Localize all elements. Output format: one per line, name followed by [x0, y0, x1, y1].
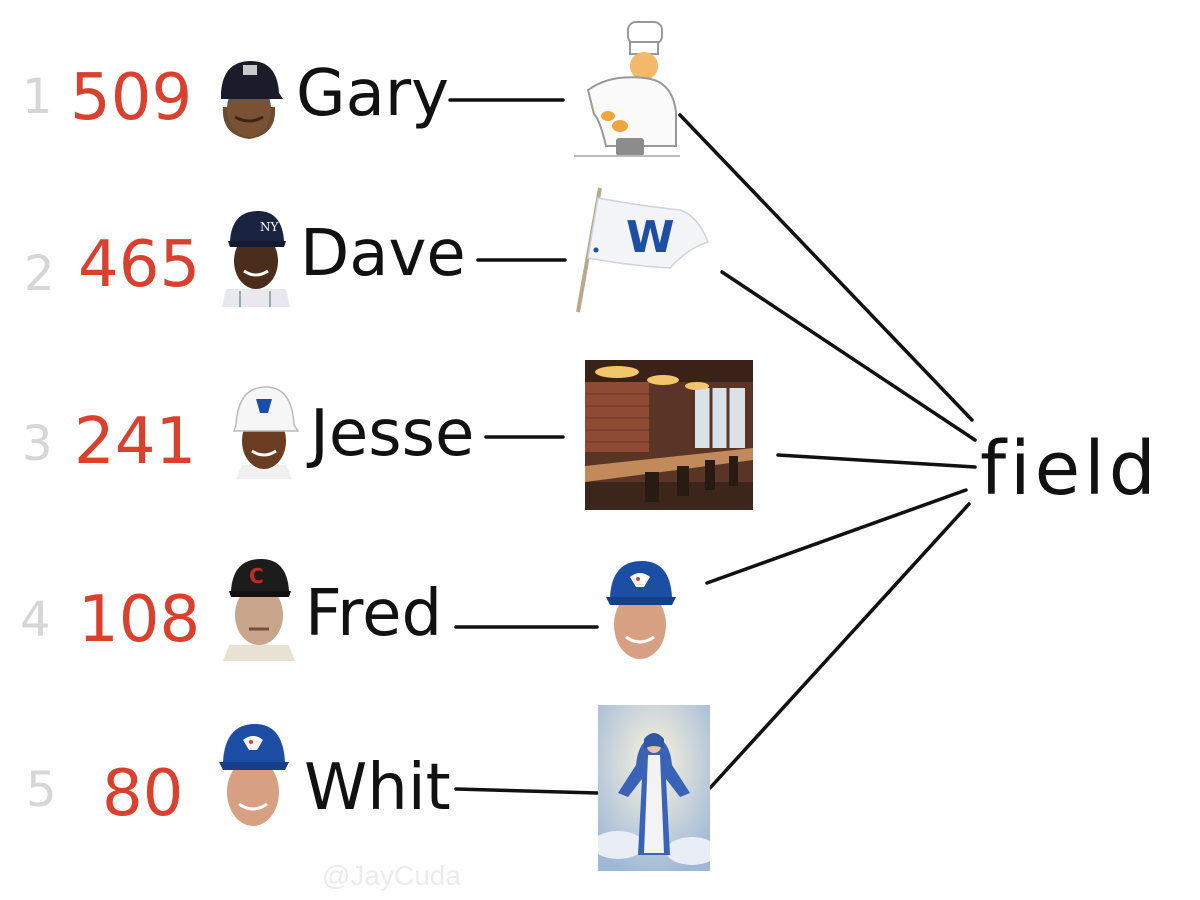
w-flag-icon: W	[572, 186, 718, 314]
player-name: Dave	[300, 217, 466, 291]
player-name: Jesse	[310, 397, 475, 471]
c-cap-player-portrait: C	[223, 555, 295, 661]
blue-jays-cap-player-portrait	[217, 720, 289, 826]
rank-number: 3	[22, 416, 53, 472]
svg-text:NY: NY	[260, 220, 280, 234]
mention-count: 241	[74, 405, 197, 479]
svg-text:C: C	[249, 564, 264, 588]
blue-jays-cap-player-portrait	[600, 557, 680, 665]
player-name: Whit	[304, 751, 451, 825]
connector-whit-painting	[454, 787, 599, 795]
chef-cooking-icon	[570, 20, 682, 158]
mention-count: 108	[78, 583, 201, 657]
blue-jays-helmet-player-portrait	[228, 383, 300, 479]
rank-number: 4	[20, 592, 51, 648]
mention-count: 509	[70, 61, 193, 135]
mention-count: 80	[102, 757, 184, 831]
connector-painting-field	[708, 502, 971, 790]
rank-number: 1	[22, 69, 53, 125]
yankees-cap-player-portrait: NY	[220, 207, 292, 307]
rank-number: 2	[24, 246, 55, 302]
player-name: Gary	[296, 57, 449, 131]
mention-count: 465	[78, 228, 201, 302]
connector-flag-field	[720, 270, 977, 442]
connector-player-field	[705, 488, 968, 585]
connector-chef-field	[678, 113, 974, 422]
bar-interior-photo	[585, 360, 753, 510]
connector-bar-field	[776, 453, 977, 469]
hub-word: field	[980, 426, 1160, 512]
player-name: Fred	[305, 577, 443, 651]
rank-number: 5	[26, 762, 57, 818]
virgin-mary-painting	[598, 705, 710, 871]
author-credit-watermark: @JayCuda	[322, 860, 461, 891]
svg-text:W: W	[626, 212, 675, 263]
batting-helmet-player-portrait	[213, 55, 285, 141]
